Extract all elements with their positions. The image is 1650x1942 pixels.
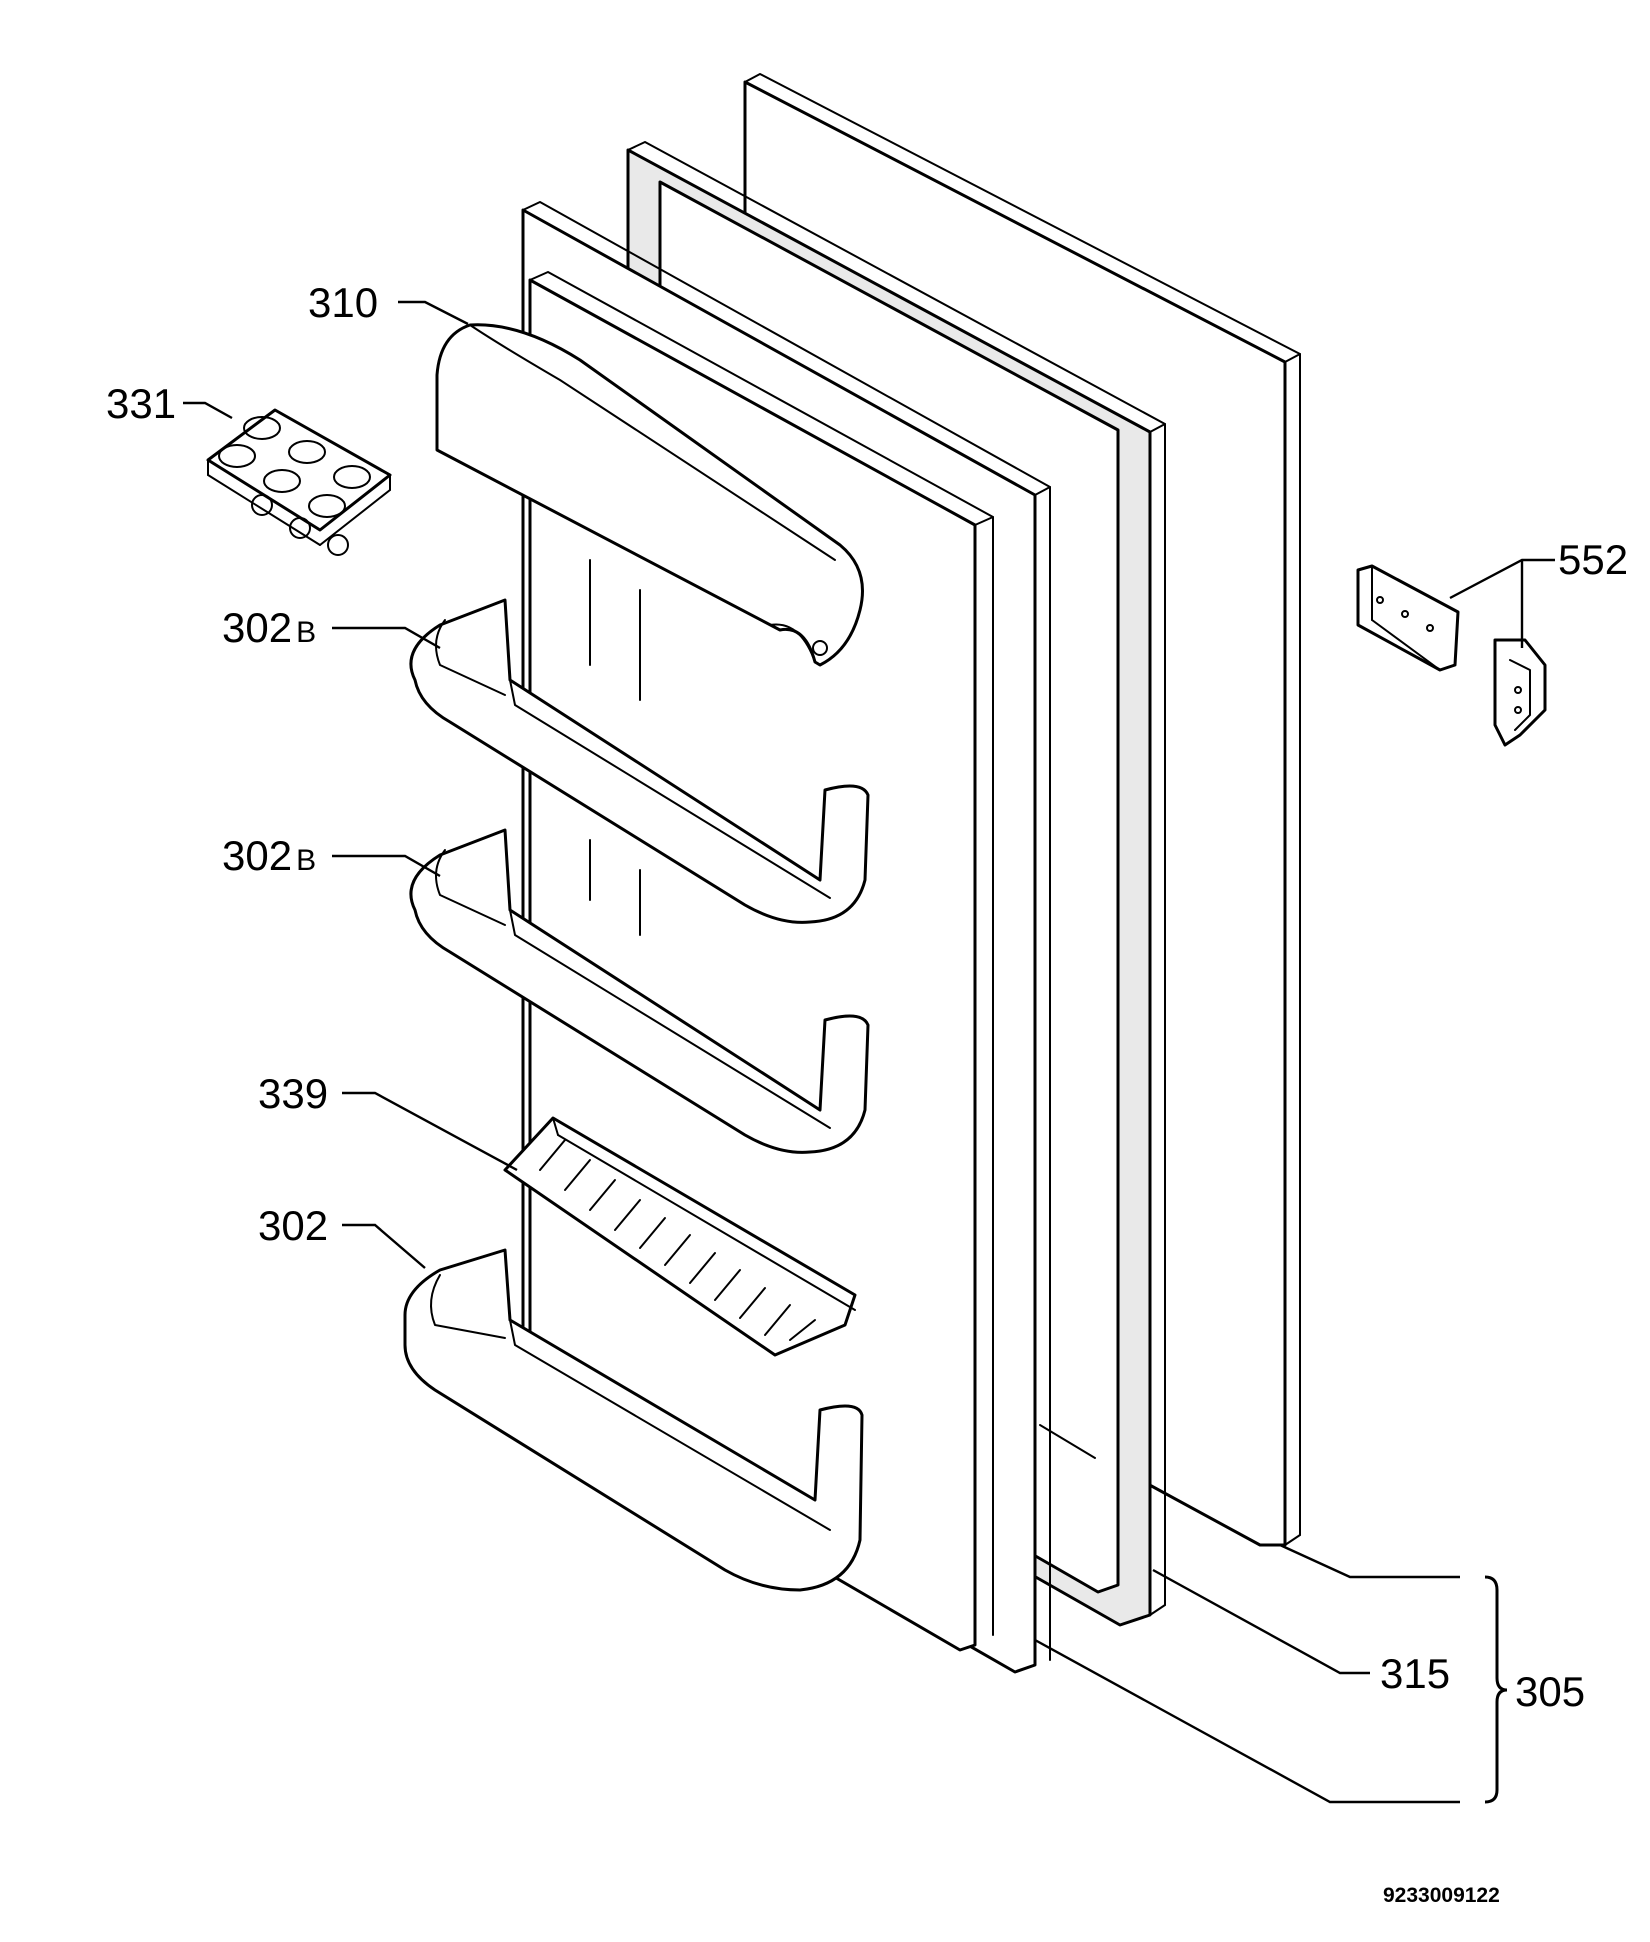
dairy-cover-310	[435, 323, 864, 667]
door-shelf-302b-upper	[409, 559, 870, 924]
label-331: 331	[106, 380, 176, 427]
bottle-retainer-339	[503, 1116, 857, 1357]
label-315: 315	[1380, 1650, 1450, 1697]
inner-door-liner	[521, 201, 1096, 1674]
leader-lines	[183, 300, 1555, 1804]
door-shelf-302	[403, 1248, 864, 1592]
egg-tray-331	[206, 408, 392, 556]
label-339: 339	[258, 1070, 328, 1117]
label-305: 305	[1515, 1668, 1585, 1715]
label-302: 302	[258, 1202, 328, 1249]
hinge-kit-552	[1356, 564, 1547, 747]
label-552: 552	[1558, 536, 1628, 583]
assembly-brace-305	[1484, 1575, 1508, 1804]
document-number: 9233009122	[1383, 1884, 1500, 1907]
label-310: 310	[308, 279, 378, 326]
